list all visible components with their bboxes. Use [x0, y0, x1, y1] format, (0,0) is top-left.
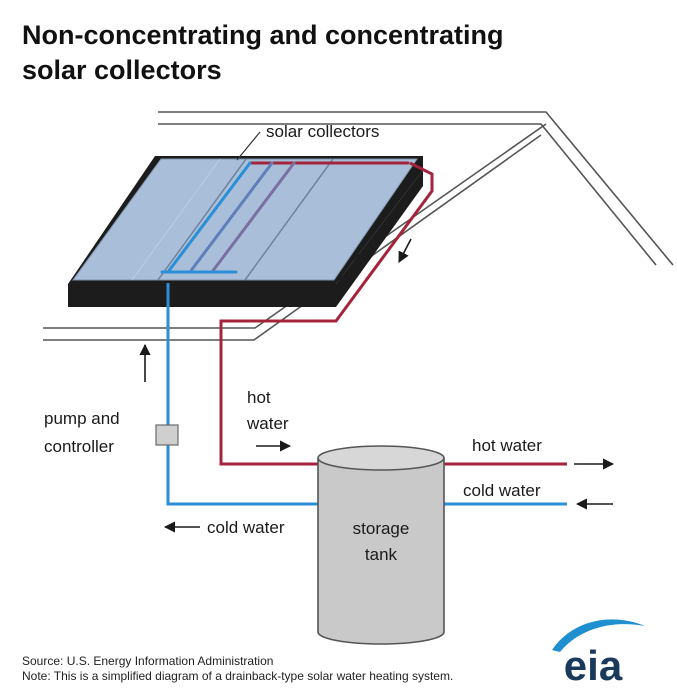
riser-tube-1: [166, 161, 252, 274]
label-cold-water-left: cold water: [207, 518, 285, 537]
eia-logo-text: eia: [564, 642, 623, 689]
label-pump-line-2: controller: [44, 437, 114, 456]
label-solar-collectors: solar collectors: [266, 122, 379, 141]
panel-glass: [72, 158, 418, 281]
eia-logo: eia: [552, 619, 645, 689]
title-line-2: solar collectors: [22, 55, 222, 85]
flow-arrows: [139, 238, 615, 533]
riser-tube-3: [210, 161, 296, 274]
label-tank-line-1: storage: [353, 519, 410, 538]
diagram-title: Non-concentrating and concentrating sola…: [22, 18, 662, 88]
cold-water-return-pipe: [166, 283, 318, 506]
label-hot-water-right: hot water: [472, 436, 542, 455]
panel-divider-2: [244, 158, 334, 281]
storage-tank: [317, 445, 445, 645]
label-hot-water-left-1: hot: [247, 388, 271, 407]
riser-tube-2: [188, 161, 274, 274]
footer-source: Source: U.S. Energy Information Administ…: [22, 654, 274, 668]
collector-tubes: [160, 161, 410, 274]
solar-collectors-leader-line: [236, 131, 261, 161]
footer-note: Note: This is a simplified diagram of a …: [22, 669, 454, 683]
label-hot-water-left-2: water: [246, 414, 289, 433]
hot-water-pipe: [219, 161, 434, 466]
arrow-down-hot-return: [398, 238, 412, 263]
eia-logo-swoosh: [552, 619, 645, 652]
solar-collector-panel: [68, 156, 423, 307]
panel-divider-1: [157, 158, 247, 281]
title-line-1: Non-concentrating and concentrating: [22, 20, 504, 50]
label-tank-line-2: tank: [365, 545, 398, 564]
label-pump-line-1: pump and: [44, 409, 120, 428]
pump-controller-box: [155, 424, 179, 446]
roof-outline: [43, 111, 674, 341]
label-cold-water-right: cold water: [463, 481, 541, 500]
panel-frame-side: [68, 170, 423, 307]
